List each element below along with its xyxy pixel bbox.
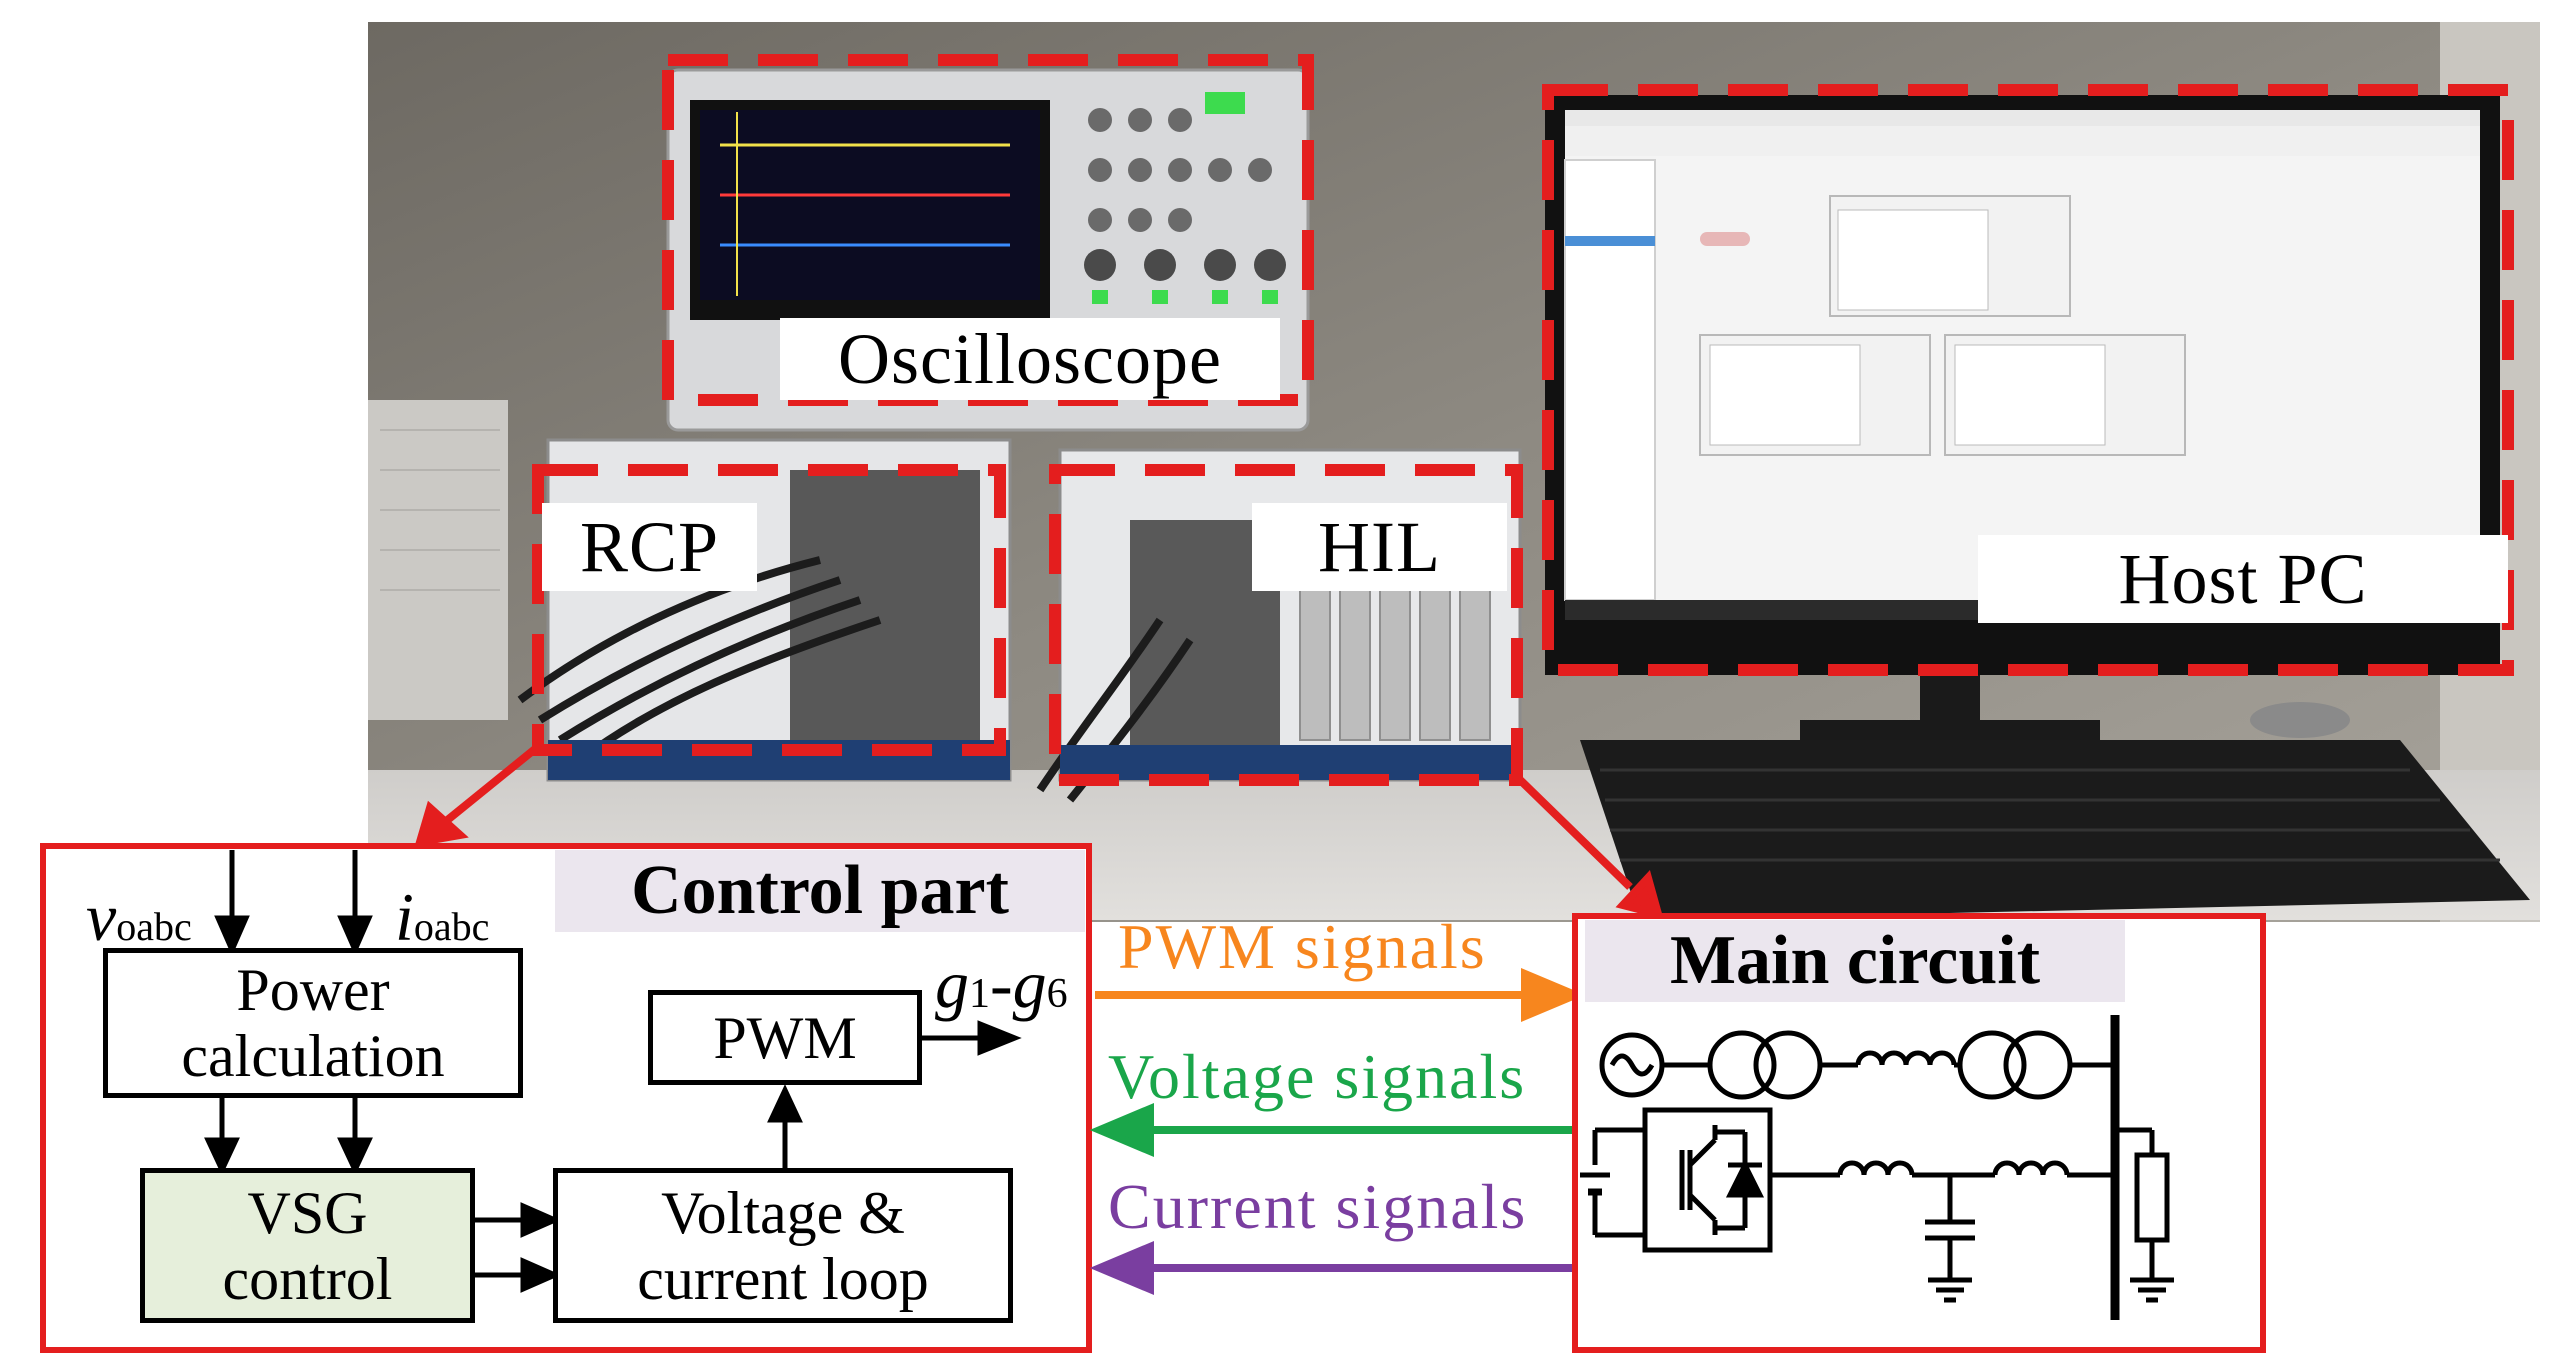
i-input-label: ioabc [395, 879, 490, 955]
v-input-label: voabc [86, 879, 192, 955]
control-part-title: Control part [555, 850, 1085, 932]
host-pc-frame [1542, 84, 2514, 676]
voltage-signals-label: Voltage signals [1108, 1041, 1527, 1112]
rcp-label: RCP [542, 503, 757, 591]
current-signals-label: Current signals [1108, 1171, 1528, 1242]
power-calculation-block: Power calculation [103, 948, 523, 1098]
gate-signals-label: g1-g6 [935, 946, 1068, 1022]
oscilloscope-frame [662, 54, 1314, 406]
pwm-block: PWM [648, 990, 922, 1085]
oscilloscope-label: Oscilloscope [780, 318, 1280, 400]
rcp-frame [532, 464, 1006, 756]
hil-label: HIL [1252, 503, 1507, 591]
hil-frame [1049, 464, 1523, 786]
voltage-current-loop-block: Voltage & current loop [553, 1168, 1013, 1323]
main-circuit-title: Main circuit [1585, 920, 2125, 1002]
pwm-signals-label: PWM signals [1118, 911, 1487, 982]
vsg-control-block: VSG control [140, 1168, 475, 1323]
host-pc-label: Host PC [1978, 535, 2508, 623]
